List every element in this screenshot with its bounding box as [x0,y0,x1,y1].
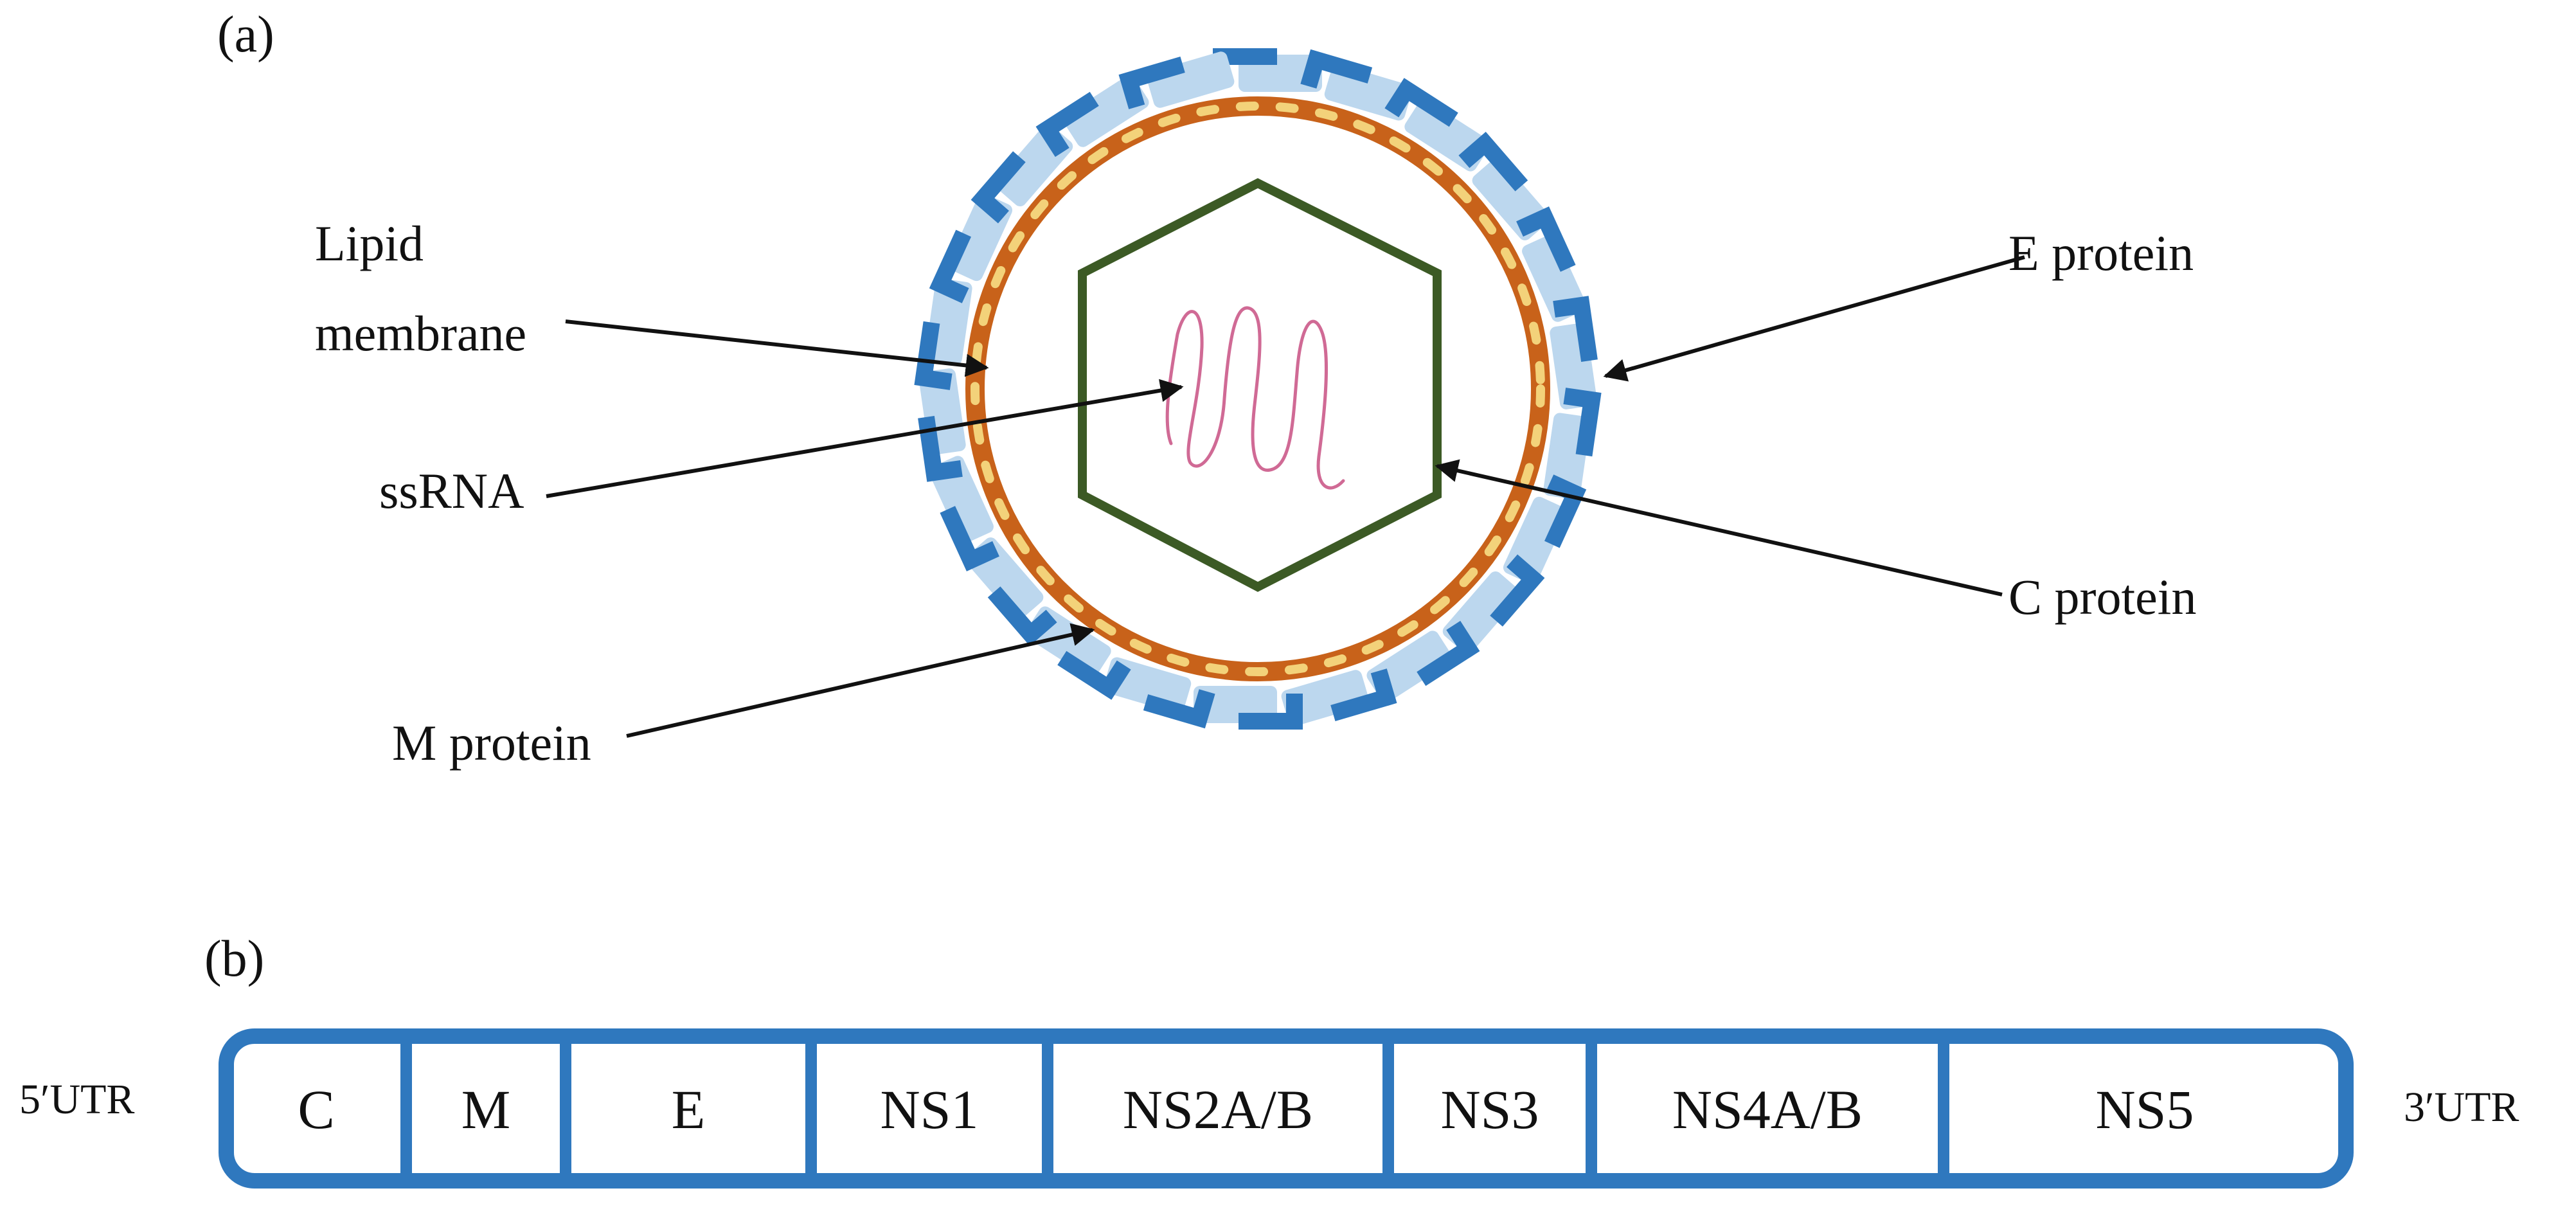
genome-dividers [400,1036,1949,1181]
ssrna-arrow [546,379,1184,498]
genome-segment-ns2a-b: NS2A/B [1123,1079,1313,1140]
ssrna-label: ssRNA [379,463,524,519]
c-protein-arrow [1435,459,2003,597]
e-protein-unit [1550,296,1598,409]
capsid-hexagon [1078,178,1442,592]
ssrna-strand [1165,306,1345,490]
e-protein-unit [918,368,966,482]
genome-segment-ns4a-b: NS4A/B [1672,1079,1863,1140]
e-protein-unit [1118,51,1235,109]
lipid-membrane-label-line2: membrane [315,305,526,361]
panel-a-label: (a) [217,6,274,63]
e-protein-unit [1281,668,1397,726]
e-protein-label: E protein [2008,225,2194,281]
genome-map: C M E NS1 NS2A/B NS3 NS4A/B NS5 [219,1028,2354,1189]
genome-labels: C M E NS1 NS2A/B NS3 NS4A/B NS5 [298,1079,2194,1140]
genome-segment-ns1: NS1 [881,1079,979,1140]
lipid-membrane-arrow [565,319,989,377]
panel-b-label: (b) [204,931,264,987]
m-protein-arrow [626,623,1095,738]
c-protein-label: C protein [2008,569,2196,625]
genome-segment-c: C [298,1079,334,1140]
utr5-label: 5′UTR [19,1076,134,1123]
utr3-label: 3′UTR [2404,1084,2519,1131]
e-protein-shell [914,48,1602,730]
lipid-membrane-label-line1: Lipid [315,215,424,271]
genome-segment-ns5: NS5 [2096,1079,2194,1140]
genome-segment-e: E [672,1079,706,1140]
genome-segment-m: M [461,1079,510,1140]
lipid-membrane-dots [970,102,1545,676]
genome-frame [219,1028,2354,1189]
genome-segment-ns3: NS3 [1441,1079,1539,1140]
m-protein-label: M protein [392,715,591,771]
virion-diagram [914,48,1602,730]
e-protein-arrow [1603,255,2025,382]
